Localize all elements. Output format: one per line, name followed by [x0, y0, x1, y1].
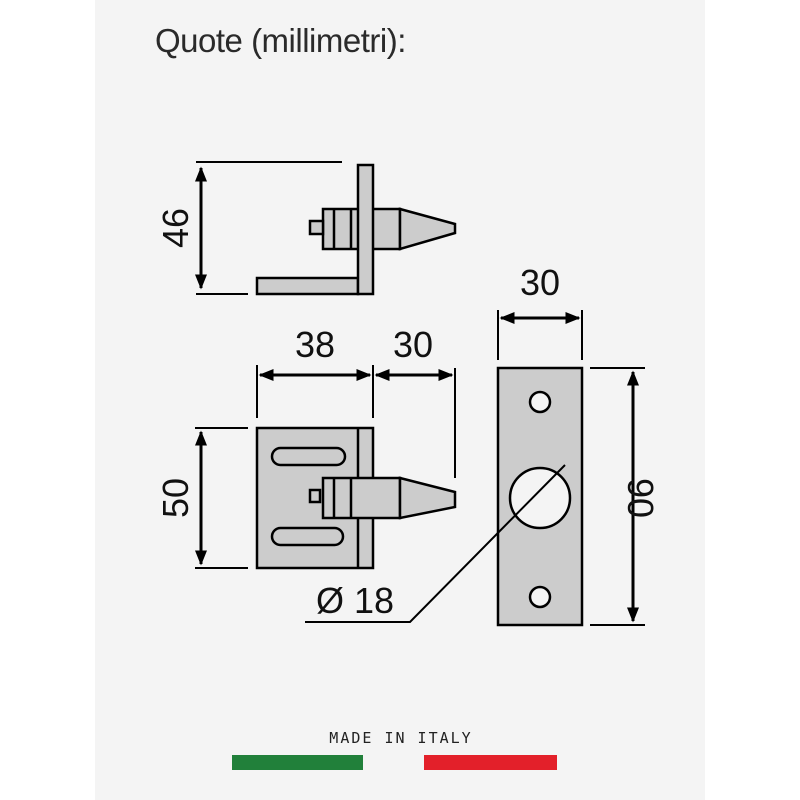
- dim-30-keeper: 30: [520, 262, 560, 303]
- flag-red-bar: [424, 755, 557, 770]
- keeper-plate: [496, 366, 584, 627]
- dim-46: 46: [155, 208, 196, 248]
- page-title: Quote (millimetri):: [155, 22, 406, 59]
- made-in-italy-text: MADE IN ITALY: [329, 729, 473, 747]
- dimension-lines: [195, 161, 645, 626]
- flag-green-bar: [232, 755, 363, 770]
- dim-90: 90: [620, 478, 661, 518]
- made-in-italy-label: MADE IN ITALY: [0, 729, 800, 747]
- side-view-latch: [255, 163, 457, 296]
- background-panel: [95, 0, 705, 800]
- dim-38: 38: [295, 324, 335, 365]
- dim-diameter-18: Ø 18: [316, 580, 394, 621]
- front-view-latch: [255, 426, 457, 570]
- dim-50: 50: [155, 478, 196, 518]
- dim-30-pin: 30: [393, 324, 433, 365]
